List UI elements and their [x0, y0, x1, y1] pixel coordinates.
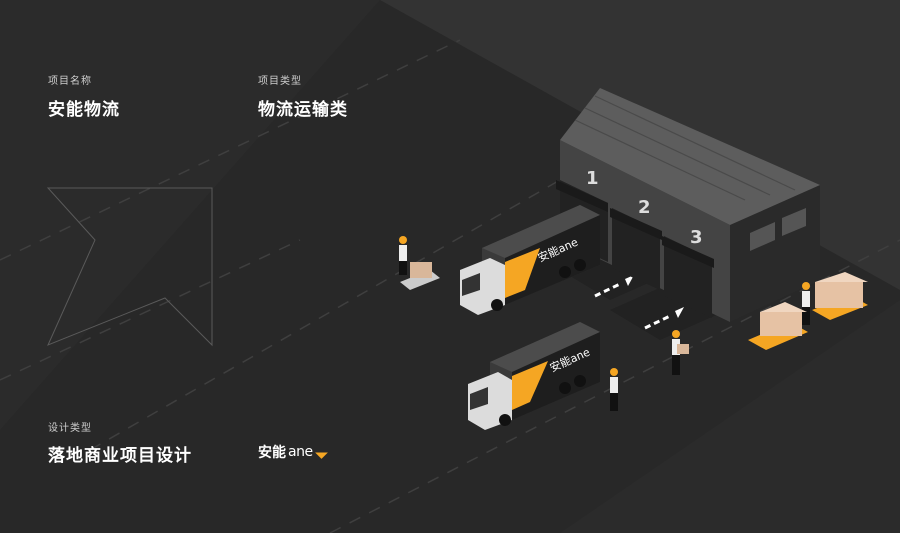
door-number-3: 3 — [690, 227, 703, 248]
truck-top — [460, 205, 600, 315]
project-type-label: 项目类型 — [258, 76, 302, 87]
design-type-label: 设计类型 — [48, 423, 92, 434]
design-type-value: 落地商业项目设计 — [48, 446, 192, 466]
truck-bottom — [468, 322, 600, 430]
worker-icons — [399, 236, 810, 411]
door-number-1: 1 — [586, 168, 599, 189]
arrow-outline-icon — [46, 187, 213, 347]
brand-arrow-icon — [314, 445, 328, 459]
brand-logo: 安能 ane — [258, 442, 328, 462]
project-type-value: 物流运输类 — [258, 100, 348, 120]
warehouse — [556, 88, 820, 322]
project-name-label: 项目名称 — [48, 76, 92, 87]
project-name-value: 安能物流 — [48, 100, 120, 120]
brand-logo-latin: ane — [288, 444, 313, 460]
door-number-2: 2 — [638, 197, 651, 218]
brand-logo-cn: 安能 — [258, 445, 286, 461]
cargo-pallets — [748, 272, 868, 350]
